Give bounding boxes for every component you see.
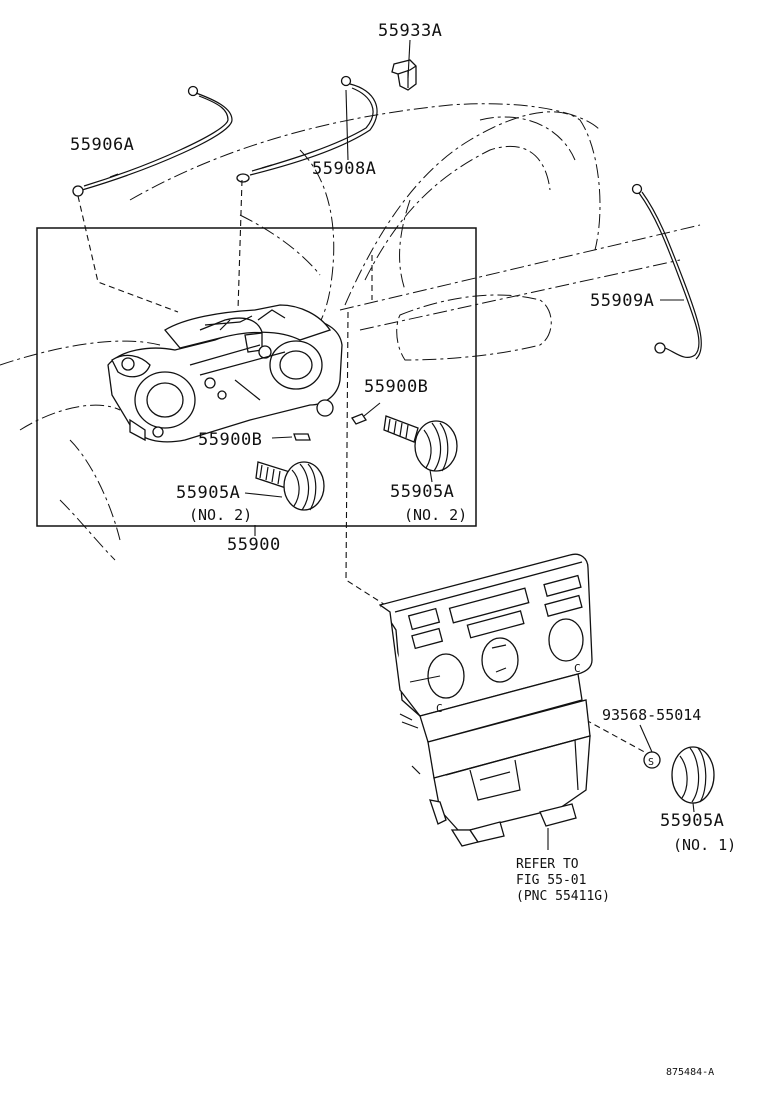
label-55909A: 55909A <box>590 291 654 311</box>
screw-mark: S <box>648 757 654 768</box>
pin-55900B-left <box>271 433 311 441</box>
knob-55905A-right <box>383 415 458 483</box>
cable-55906A <box>72 85 233 197</box>
control-panel <box>378 553 593 847</box>
panel-mark-c-right: C <box>574 662 581 675</box>
assembly-box-55900 <box>36 227 477 527</box>
label-refer-line1: REFER TO <box>516 857 579 872</box>
label-55905A-right-sub: (NO. 2) <box>404 506 467 524</box>
heater-control-assembly <box>107 304 343 443</box>
label-refer-line3: (PNC 55411G) <box>516 889 610 904</box>
panel-mark-c-left: C <box>436 702 443 715</box>
label-leaders <box>254 39 684 850</box>
label-55905A-no1-sub: (NO. 1) <box>673 836 736 854</box>
label-55905A-left-sub: (NO. 2) <box>189 506 252 524</box>
pin-55900B-right <box>351 402 381 425</box>
label-55908A: 55908A <box>312 159 376 179</box>
knob-55905A-no1 <box>671 746 715 813</box>
label-55905A-no1: 55905A <box>660 811 724 831</box>
label-55900: 55900 <box>227 535 281 555</box>
label-55933A: 55933A <box>378 21 442 41</box>
knob-55905A-left <box>244 461 325 511</box>
clip-55933A <box>391 59 417 91</box>
label-55905A-right: 55905A <box>390 482 454 502</box>
label-55905A-left: 55905A <box>176 483 240 503</box>
label-55900B-right: 55900B <box>364 377 428 397</box>
label-93568-55014: 93568-55014 <box>602 706 701 724</box>
label-55900B-left: 55900B <box>198 430 262 450</box>
label-55906A: 55906A <box>70 135 134 155</box>
drawing-code: 875484-A <box>666 1067 714 1078</box>
label-refer-line2: FIG 55-01 <box>516 873 586 888</box>
cable-55908A <box>236 75 378 183</box>
leader-lines <box>77 179 651 756</box>
cable-55909A <box>631 183 702 360</box>
